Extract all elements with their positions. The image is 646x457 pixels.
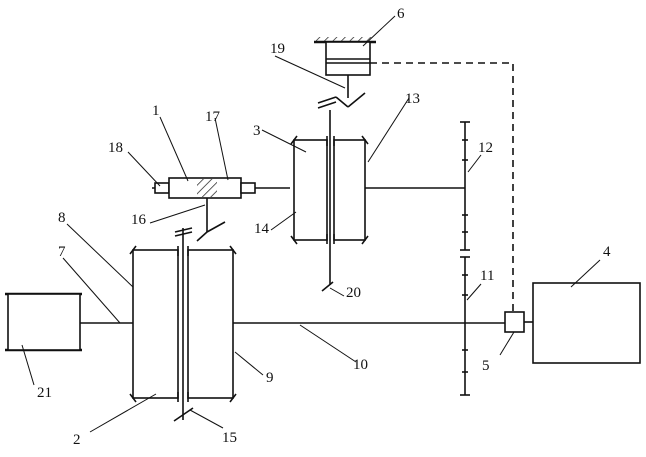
label-19: 19 xyxy=(270,41,285,57)
label-17: 17 xyxy=(205,109,221,125)
upper-gear-set-3 xyxy=(291,110,368,285)
label-21: 21 xyxy=(37,385,52,401)
clutch-19 xyxy=(318,75,365,108)
label-18: 18 xyxy=(108,140,123,156)
gears-11-12 xyxy=(460,122,470,395)
label-4: 4 xyxy=(603,244,611,260)
label-20: 20 xyxy=(346,285,361,301)
label-8: 8 xyxy=(58,210,66,226)
label-9: 9 xyxy=(266,370,274,386)
label-16: 16 xyxy=(131,212,147,228)
label-7: 7 xyxy=(58,244,66,260)
drum-21 xyxy=(5,294,82,350)
label-12: 12 xyxy=(478,140,493,156)
sensor-5 xyxy=(505,312,524,332)
label-11: 11 xyxy=(480,268,494,284)
brake-20 xyxy=(322,282,333,291)
label-13: 13 xyxy=(405,91,420,107)
label-3: 3 xyxy=(253,123,261,139)
label-5: 5 xyxy=(482,358,490,374)
lower-gear-set-2 xyxy=(130,228,236,420)
label-2: 2 xyxy=(73,432,81,448)
label-6: 6 xyxy=(397,6,405,22)
motor-4 xyxy=(533,283,640,363)
label-14: 14 xyxy=(254,221,270,237)
label-15: 15 xyxy=(222,430,237,446)
label-1: 1 xyxy=(152,103,160,119)
clutch-16 xyxy=(175,198,225,241)
actuator-1 xyxy=(152,178,290,198)
label-10: 10 xyxy=(353,357,368,373)
